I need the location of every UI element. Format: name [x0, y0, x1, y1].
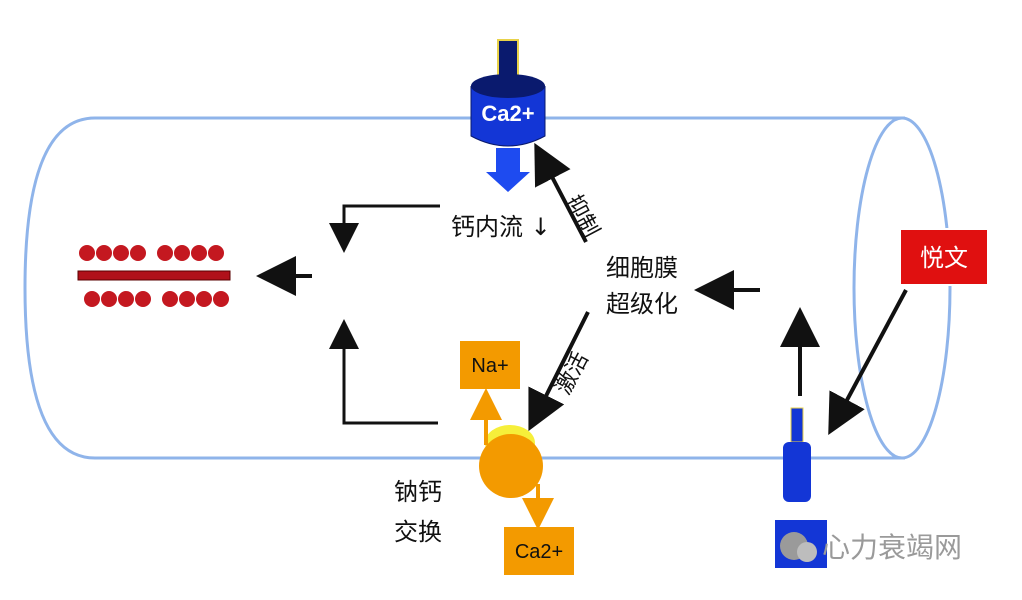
- activate-label: 激活: [551, 348, 594, 399]
- calcium-out-box: [504, 527, 574, 575]
- exchanger-path-line: [329, 319, 438, 425]
- membrane-hyperpolarization-label: 细胞膜 超级化: [606, 250, 678, 322]
- watermark: 心力衰竭网: [780, 531, 962, 564]
- tube-end-cap: [852, 116, 952, 460]
- inhibit-arrow: [534, 142, 588, 243]
- influx-blue-arrow: [486, 148, 530, 192]
- channel-label: Ca2+: [481, 101, 534, 126]
- drug-arrow: [828, 289, 908, 436]
- myofilament-bar: [77, 270, 231, 281]
- channel-top: [471, 74, 545, 98]
- inhibit-label: 抑制: [561, 191, 604, 242]
- exchanger-line-1: 钠钙: [394, 478, 442, 506]
- exchanger-line-2: 交换: [394, 518, 442, 546]
- watermark-text: 心力衰竭网: [822, 531, 962, 564]
- drug-box: 悦文: [899, 228, 989, 286]
- myofilament-dots-bottom: [84, 291, 229, 307]
- tube-body: [23, 116, 905, 460]
- exchanger-label: 钠钙 交换: [394, 472, 442, 552]
- na-ca-exchanger: Na+ Ca2+: [460, 341, 574, 575]
- calcium-influx-down-arrow: ↓: [530, 213, 551, 241]
- calcium-influx-text: 钙内流: [451, 213, 523, 241]
- myofilament-dots-top: [79, 245, 224, 261]
- calcium-influx-label: 钙内流 ↓: [451, 207, 551, 242]
- sarcomere: [77, 245, 231, 307]
- sodium-label: Na+: [471, 355, 508, 377]
- exchanger-orange-body: [479, 434, 543, 498]
- right-channel-body: [783, 442, 811, 502]
- membrane-line-2: 超级化: [606, 290, 678, 318]
- sodium-box: [460, 341, 520, 389]
- right-channel-stem: [790, 407, 804, 443]
- channel-cylinder: [470, 86, 546, 147]
- activate-arrow: [528, 311, 590, 432]
- calcium-out-label: Ca2+: [515, 541, 563, 563]
- influx-path-line: [329, 204, 440, 253]
- drug-label: 悦文: [920, 244, 968, 272]
- cell-tube: [23, 116, 952, 460]
- calcium-channel: Ca2+: [470, 39, 546, 147]
- membrane-line-1: 细胞膜: [606, 254, 678, 282]
